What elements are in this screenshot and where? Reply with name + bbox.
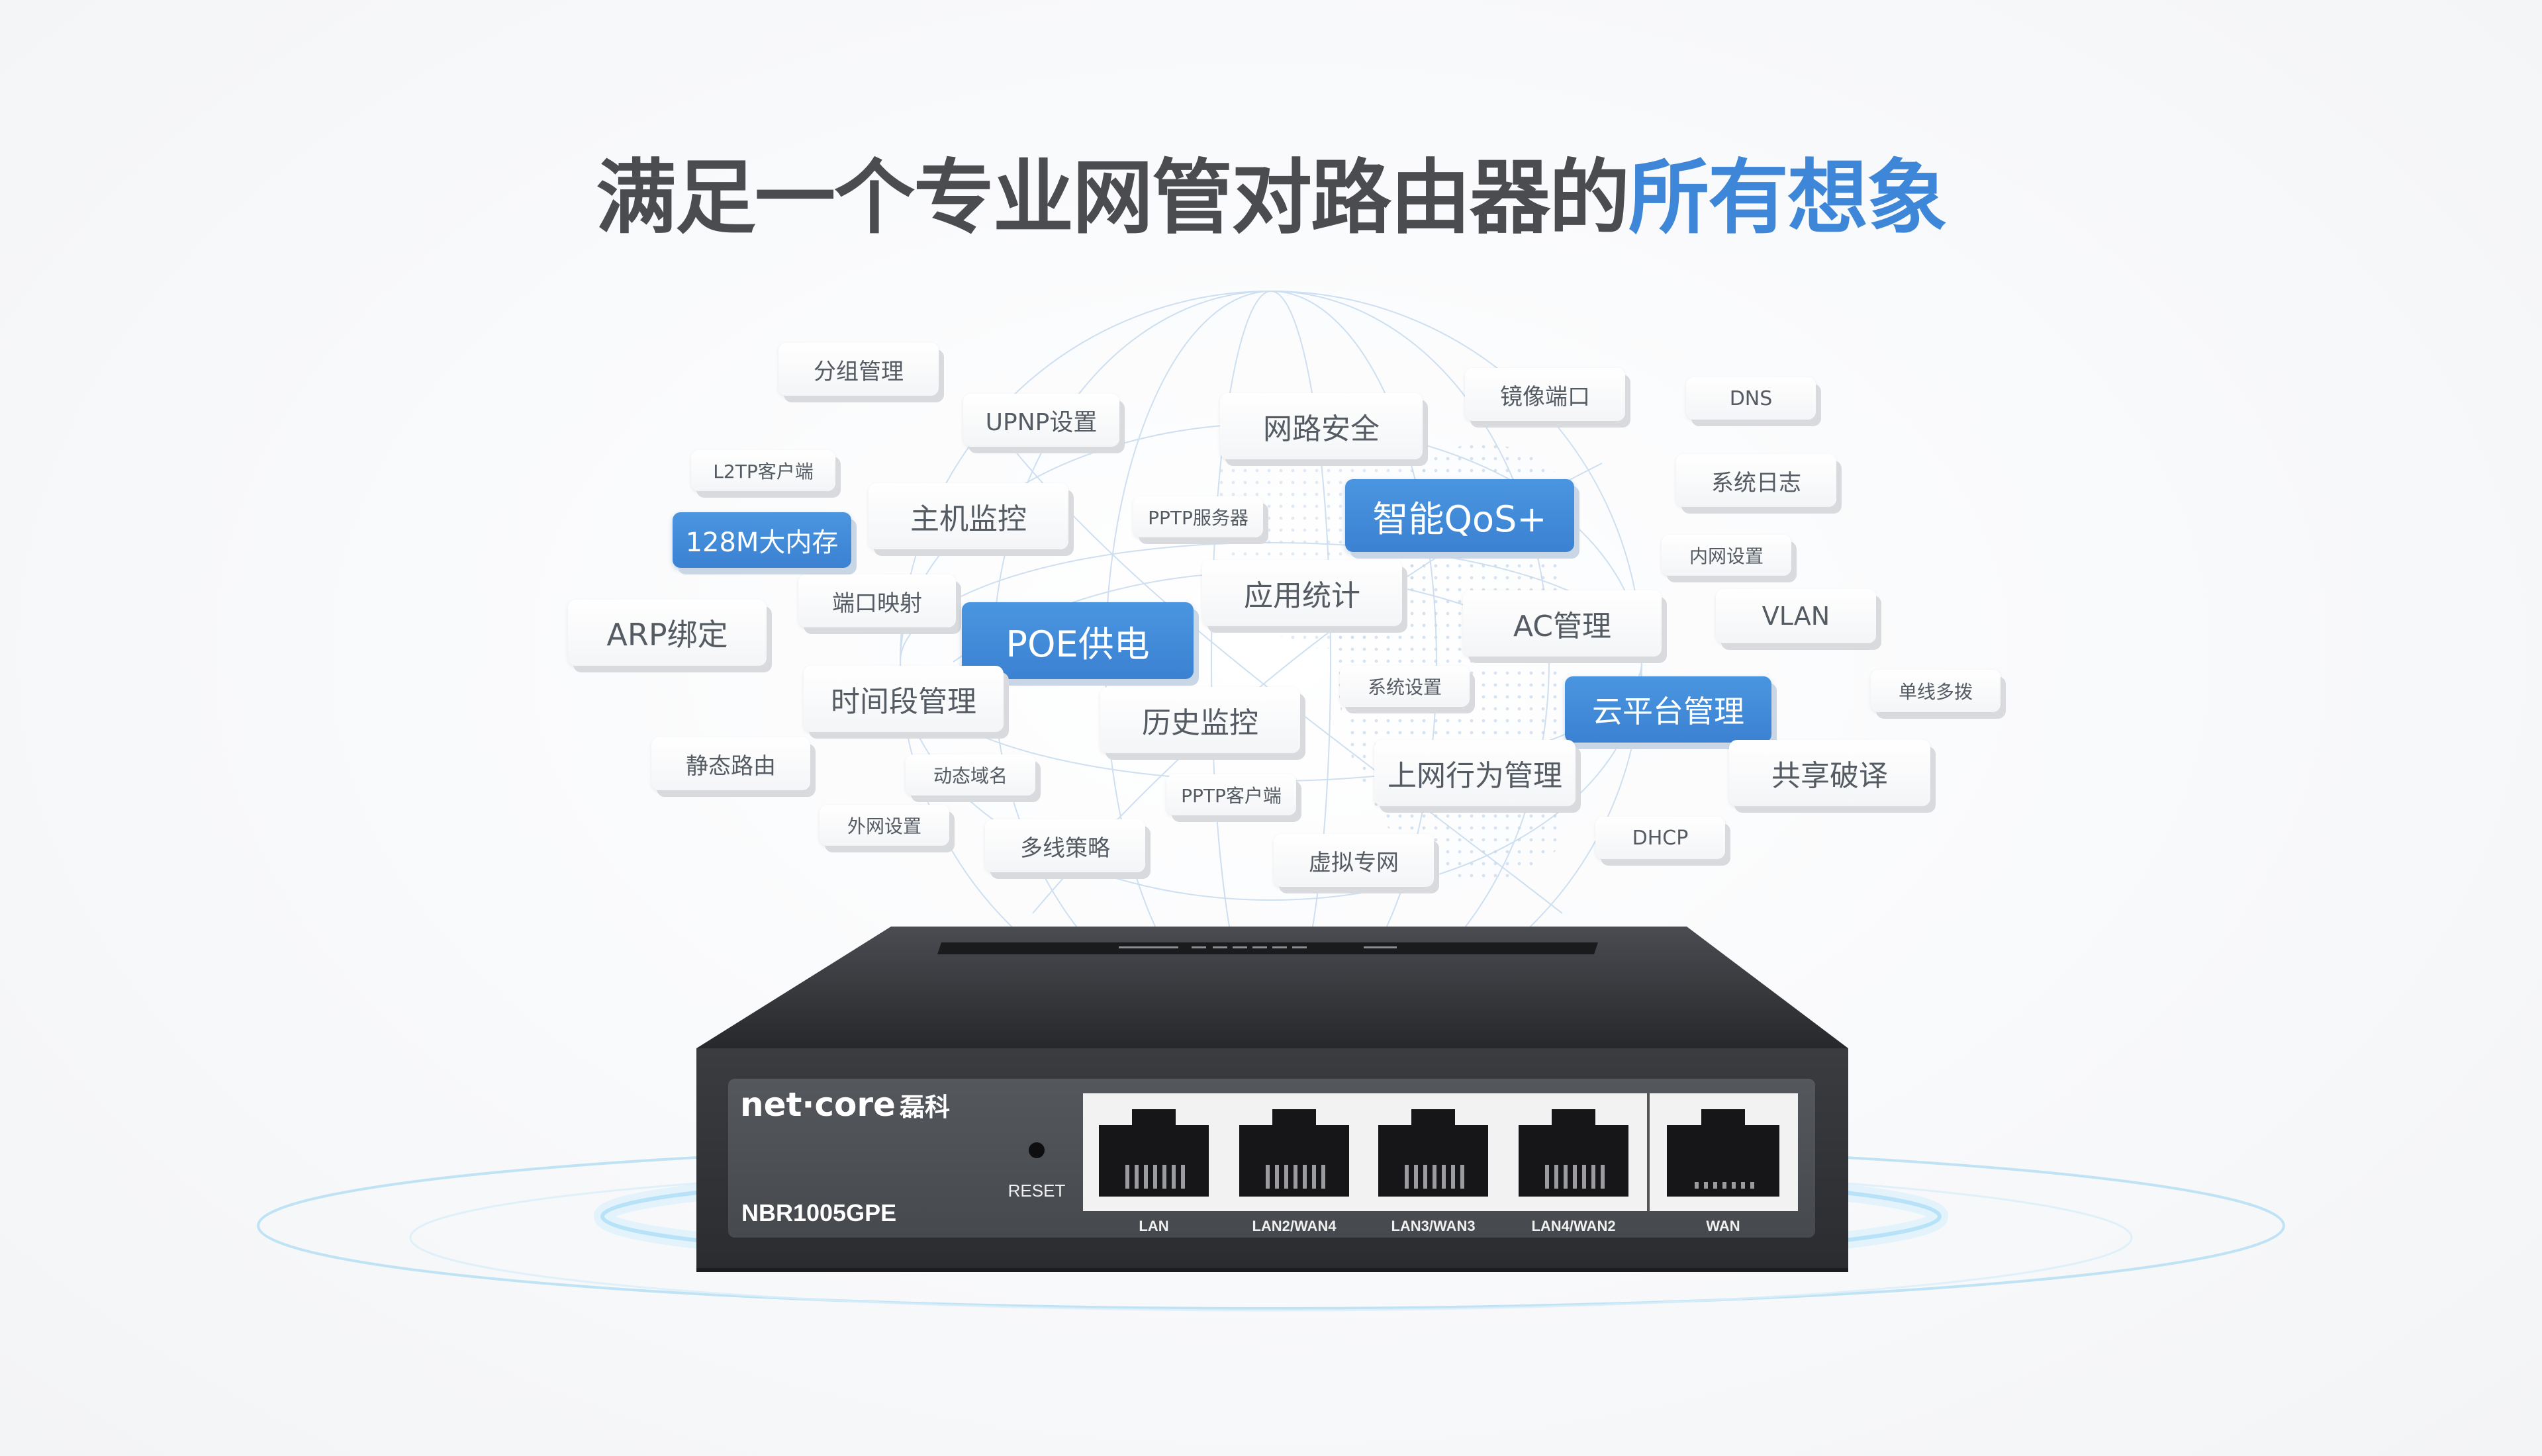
tag-multi-line-strategy: 多线策略 [985, 819, 1145, 872]
tag-time-period-management: 时间段管理 [804, 666, 1004, 732]
tag-app-statistics: 应用统计 [1202, 560, 1402, 626]
tag-dns: DNS [1686, 377, 1816, 420]
brand-logo-text: net·core [740, 1085, 896, 1124]
tag-history-monitoring: 历史监控 [1100, 687, 1300, 753]
router-top [696, 927, 1848, 1048]
page-title: 满足一个专业网管对路由器的所有想象 [0, 132, 2542, 250]
port-label-lan3-wan3: LAN3/WAN3 [1391, 1218, 1476, 1234]
tag-128m-memory: 128M大内存 [673, 512, 851, 568]
tag-vpn: 虚拟专网 [1274, 834, 1434, 887]
tag-static-routing: 静态路由 [651, 737, 810, 790]
tag-sharing-crack: 共享破译 [1729, 740, 1930, 806]
port-label-lan2-wan4: LAN2/WAN4 [1252, 1218, 1337, 1234]
tag-lan-settings: 内网设置 [1662, 535, 1791, 576]
port-label-lan4-wan2: LAN4/WAN2 [1531, 1218, 1616, 1234]
tag-upnp-settings: UPNP设置 [963, 394, 1119, 447]
tag-network-security: 网路安全 [1220, 393, 1423, 459]
tag-internet-behavior-management: 上网行为管理 [1374, 740, 1576, 806]
port-lan [1099, 1109, 1209, 1197]
tag-cloud-platform-management: 云平台管理 [1565, 676, 1771, 743]
tag-smart-qos: 智能QoS+ [1345, 479, 1574, 552]
tag-poe-power: POE供电 [962, 602, 1194, 679]
tag-dynamic-dns: 动态域名 [906, 754, 1035, 796]
tag-pptp-server: PPTP服务器 [1133, 496, 1263, 537]
port-wan [1667, 1109, 1779, 1197]
tag-system-log: 系统日志 [1676, 454, 1836, 507]
tag-port-mapping: 端口映射 [798, 574, 956, 627]
brand-logo-cn: 磊科 [899, 1093, 950, 1122]
port-lan2-wan4 [1239, 1109, 1349, 1197]
tag-dhcp: DHCP [1595, 817, 1725, 859]
port-lan4-wan2 [1519, 1109, 1628, 1197]
tag-pptp-client: PPTP客户端 [1166, 774, 1296, 815]
port-label-lan: LAN [1139, 1218, 1169, 1234]
title-main: 满足一个专业网管对路由器的 [596, 151, 1630, 245]
port-label-wan: WAN [1706, 1218, 1740, 1234]
ethernet-ports [1099, 1109, 1779, 1197]
tag-l2tp-client: L2TP客户端 [691, 450, 835, 491]
tag-arp-binding: ARP绑定 [568, 600, 767, 666]
tag-system-settings: 系统设置 [1340, 666, 1470, 707]
title-accent: 所有想象 [1628, 151, 1948, 245]
reset-hole [1029, 1142, 1045, 1158]
tag-vlan: VLAN [1716, 589, 1876, 643]
router-model: NBR1005GPE [741, 1199, 897, 1226]
tag-ac-management: AC管理 [1463, 590, 1662, 657]
tag-group-management: 分组管理 [778, 343, 939, 396]
reset-label: RESET [1008, 1181, 1066, 1201]
port-lan3-wan3 [1378, 1109, 1488, 1197]
tag-wan-settings: 外网设置 [820, 805, 949, 846]
tag-mirror-port: 镜像端口 [1465, 368, 1625, 421]
tag-single-line-multi-dial: 单线多拨 [1871, 670, 2001, 712]
tag-host-monitoring: 主机监控 [869, 483, 1068, 549]
